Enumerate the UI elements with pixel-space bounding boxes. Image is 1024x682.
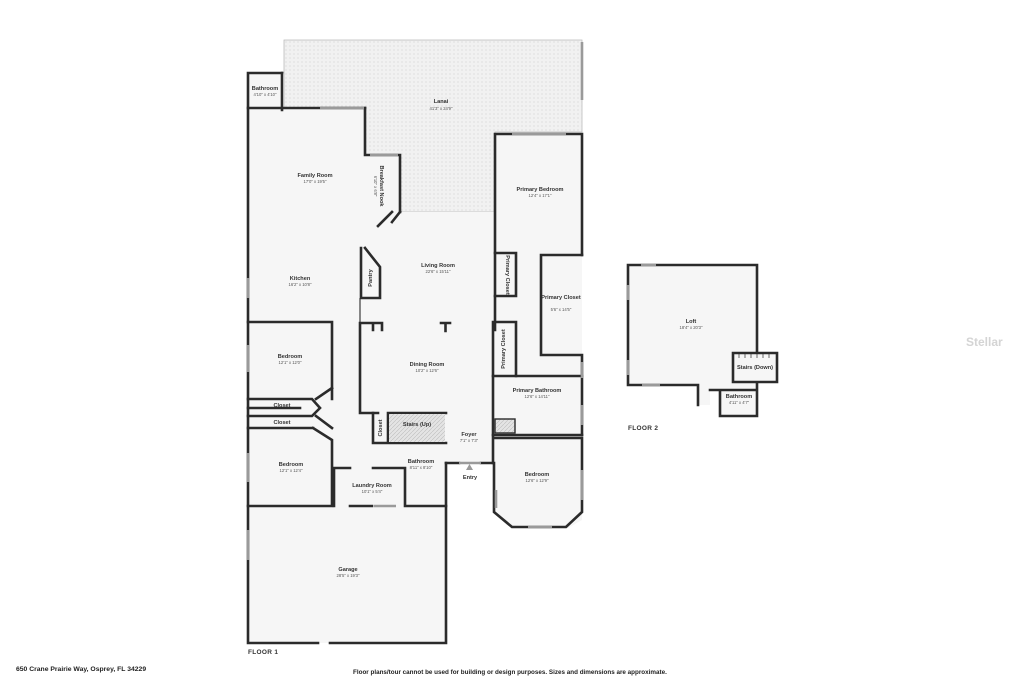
label-lanai: Lanai bbox=[434, 99, 449, 105]
floor-1-windows bbox=[246, 42, 584, 560]
floor-2-plan bbox=[626, 263, 779, 418]
label-entry: Entry bbox=[463, 475, 478, 481]
dim-foyer: 7'1" x 7'3" bbox=[460, 438, 479, 443]
wall-t-column bbox=[439, 321, 452, 333]
label-bathroom-top: Bathroom bbox=[252, 86, 278, 92]
stairs-up-block bbox=[389, 414, 445, 442]
dim-lanai: 41'3" x 24'9" bbox=[430, 106, 453, 111]
label-closet-3: Closet bbox=[378, 419, 384, 436]
label-breakfast-nook: Breakfast Nook bbox=[378, 165, 384, 207]
wall-primary-closet-a bbox=[493, 251, 518, 298]
wall-bedroom-3 bbox=[491, 433, 584, 529]
label-laundry: Laundry Room bbox=[352, 483, 391, 489]
watermark-logo: Stellar bbox=[966, 335, 1003, 349]
label-garage: Garage bbox=[338, 567, 357, 573]
entry-arrow-icon bbox=[466, 464, 473, 470]
label-primary-closet-a: Primary Closet bbox=[504, 255, 510, 295]
label-primary-bathroom: Primary Bathroom bbox=[513, 388, 562, 394]
dim-bathroom-loft: 4'11" x 4'7" bbox=[729, 400, 750, 405]
wall-closets bbox=[246, 386, 334, 430]
label-loft: Loft bbox=[686, 319, 697, 325]
dim-primary-bathroom: 12'6" x 14'11" bbox=[525, 394, 550, 399]
wall-pantry bbox=[359, 246, 382, 300]
floor-2-interior bbox=[628, 265, 777, 416]
label-bedroom-3: Bedroom bbox=[525, 472, 550, 478]
stairs-down-treads bbox=[738, 353, 770, 358]
label-family-room: Family Room bbox=[297, 173, 332, 179]
dim-breakfast-nook: 6'10" x 6'8" bbox=[373, 176, 378, 197]
disclaimer-text: Floor plans/tour cannot be used for buil… bbox=[353, 669, 667, 676]
label-primary-bedroom: Primary Bedroom bbox=[517, 187, 564, 193]
dim-dining-room: 10'2" x 12'6" bbox=[416, 368, 439, 373]
label-bedroom-2: Bedroom bbox=[279, 462, 304, 468]
label-kitchen: Kitchen bbox=[290, 276, 311, 282]
label-primary-closet-c: Primary Closet bbox=[501, 329, 507, 369]
label-closet-2: Closet bbox=[273, 420, 290, 426]
wall-bedroom-2 bbox=[246, 426, 334, 508]
label-bathroom-loft: Bathroom bbox=[726, 394, 752, 400]
floor-1-plan bbox=[246, 39, 584, 645]
label-living-room: Living Room bbox=[421, 263, 455, 269]
wall-loft bbox=[626, 263, 779, 418]
dim-bedroom-1: 12'1" x 12'0" bbox=[279, 360, 302, 365]
label-foyer: Foyer bbox=[461, 432, 477, 438]
dim-family-room: 17'0" x 19'5" bbox=[304, 179, 327, 184]
label-stairs-up: Stairs (Up) bbox=[403, 422, 431, 428]
dim-bedroom-2: 12'1" x 12'4" bbox=[280, 468, 303, 473]
primary-bathroom-fixture bbox=[494, 418, 516, 434]
floor-2-label: FLOOR 2 bbox=[628, 425, 658, 432]
dim-bedroom-3: 12'6" x 12'9" bbox=[526, 478, 549, 483]
label-closet-1: Closet bbox=[273, 403, 290, 409]
dim-bathroom-top: 4'10" x 4'10" bbox=[254, 92, 277, 97]
dim-primary-bedroom: 12'4" x 17'1" bbox=[529, 193, 552, 198]
label-dining-room: Dining Room bbox=[410, 362, 445, 368]
dim-bathroom-hall: 8'11" x 8'10" bbox=[410, 465, 433, 470]
dim-living-room: 22'6" x 15'11" bbox=[426, 269, 451, 274]
wall-bedroom-1 bbox=[246, 320, 334, 418]
wall-primary-closet bbox=[539, 253, 584, 437]
dim-loft: 18'4" x 20'3" bbox=[680, 325, 703, 330]
dim-laundry: 10'1" x 5'4" bbox=[362, 489, 383, 494]
floor-1-label: FLOOR 1 bbox=[248, 649, 278, 656]
floor-labels: FLOOR 1 FLOOR 2 bbox=[248, 425, 658, 656]
wall-stairs-hall bbox=[371, 411, 448, 445]
address-text: 650 Crane Prairie Way, Osprey, FL 34229 bbox=[16, 666, 147, 673]
room-labels: Lanai 41'3" x 24'9" Bathroom 4'10" x 4'1… bbox=[252, 86, 773, 578]
wall-laundry bbox=[332, 466, 448, 508]
label-stairs-down: Stairs (Down) bbox=[737, 365, 773, 371]
wall-interior-thin bbox=[359, 296, 496, 323]
floor-1-exterior-wall bbox=[246, 71, 448, 645]
label-primary-closet-b: Primary Closet bbox=[541, 295, 581, 301]
dim-garage: 28'5" x 19'3" bbox=[337, 573, 360, 578]
label-pantry: Pantry bbox=[368, 268, 374, 286]
dim-primary-closet-b: 5'6" x 14'5" bbox=[551, 307, 572, 312]
wall-nook bbox=[376, 210, 402, 228]
label-bedroom-1: Bedroom bbox=[278, 354, 303, 360]
label-bathroom-hall: Bathroom bbox=[408, 459, 434, 465]
dim-kitchen: 16'2" x 10'8" bbox=[289, 282, 312, 287]
